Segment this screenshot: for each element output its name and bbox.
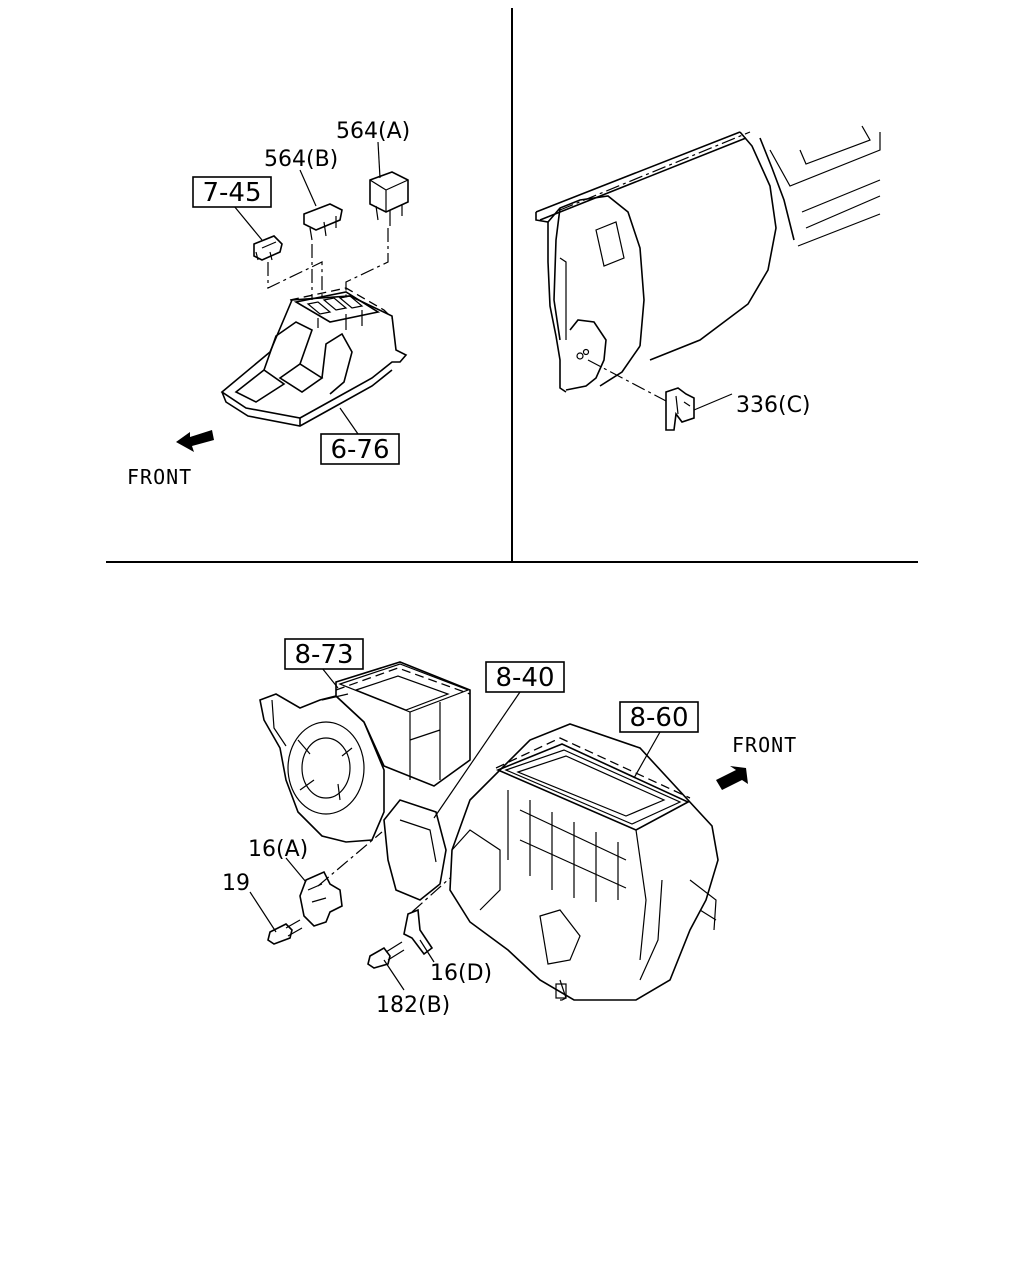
front-arrow-icon bbox=[716, 766, 748, 790]
ref-label-8-40: 8-40 bbox=[495, 663, 554, 693]
leader-19 bbox=[249, 891, 277, 933]
ref-label-8-73: 8-73 bbox=[294, 640, 353, 670]
assembly-line-c bbox=[345, 228, 389, 300]
ref-box-6-76 bbox=[320, 433, 400, 465]
leader-8-73 bbox=[321, 667, 339, 689]
leader-8-60 bbox=[633, 731, 661, 779]
leader-182-b bbox=[383, 959, 405, 991]
leader-564-b bbox=[299, 169, 317, 207]
ref-label-7-45: 7-45 bbox=[202, 178, 261, 208]
front-label-bottom: FRONT bbox=[732, 733, 797, 757]
leader-564-a bbox=[377, 141, 381, 179]
ref-box-8-40 bbox=[485, 661, 565, 693]
part-label-564-b: 564(B) bbox=[264, 147, 338, 172]
part-label-16-d: 16(D) bbox=[430, 961, 492, 986]
clip-336-c bbox=[665, 387, 695, 431]
ref-label-8-60: 8-60 bbox=[629, 703, 688, 733]
assembly-line-a bbox=[267, 261, 323, 300]
screw-182-b bbox=[367, 941, 405, 969]
console-assembly bbox=[220, 287, 408, 427]
ref-label-6-76: 6-76 bbox=[330, 435, 389, 465]
assembly-line-16a bbox=[317, 831, 383, 887]
assembly-line-336 bbox=[587, 359, 669, 403]
screw-19 bbox=[267, 919, 303, 945]
leader-8-73-a bbox=[321, 693, 349, 701]
front-label-top: FRONT bbox=[127, 465, 192, 489]
relay-564-b bbox=[303, 203, 343, 241]
part-label-19: 19 bbox=[222, 871, 250, 896]
relay-564-a bbox=[369, 171, 409, 226]
leader-16-a bbox=[285, 857, 307, 883]
part-label-182-b: 182(B) bbox=[376, 993, 450, 1018]
ref-box-8-73 bbox=[284, 638, 364, 670]
part-label-336-c: 336(C) bbox=[736, 393, 811, 418]
leader-8-40 bbox=[433, 691, 521, 819]
bracket-16-d bbox=[403, 908, 434, 956]
front-arrow-icon bbox=[176, 430, 214, 452]
leader-7-45 bbox=[233, 205, 263, 241]
ref-box-7-45 bbox=[192, 176, 272, 208]
connector-7-45 bbox=[253, 235, 283, 261]
dashboard-centerline bbox=[559, 131, 751, 211]
bracket-16-a bbox=[299, 870, 343, 927]
part-label-16-a: 16(A) bbox=[248, 837, 308, 862]
ref-box-8-60 bbox=[619, 701, 699, 733]
assembly-line-16d bbox=[411, 877, 451, 913]
leader-16-d bbox=[419, 939, 435, 963]
leader-336-c bbox=[693, 393, 733, 411]
leader-6-76 bbox=[339, 407, 359, 435]
part-label-564-a: 564(A) bbox=[336, 119, 410, 144]
hvac-unit bbox=[259, 661, 719, 1001]
dashboard-panel bbox=[535, 125, 881, 393]
